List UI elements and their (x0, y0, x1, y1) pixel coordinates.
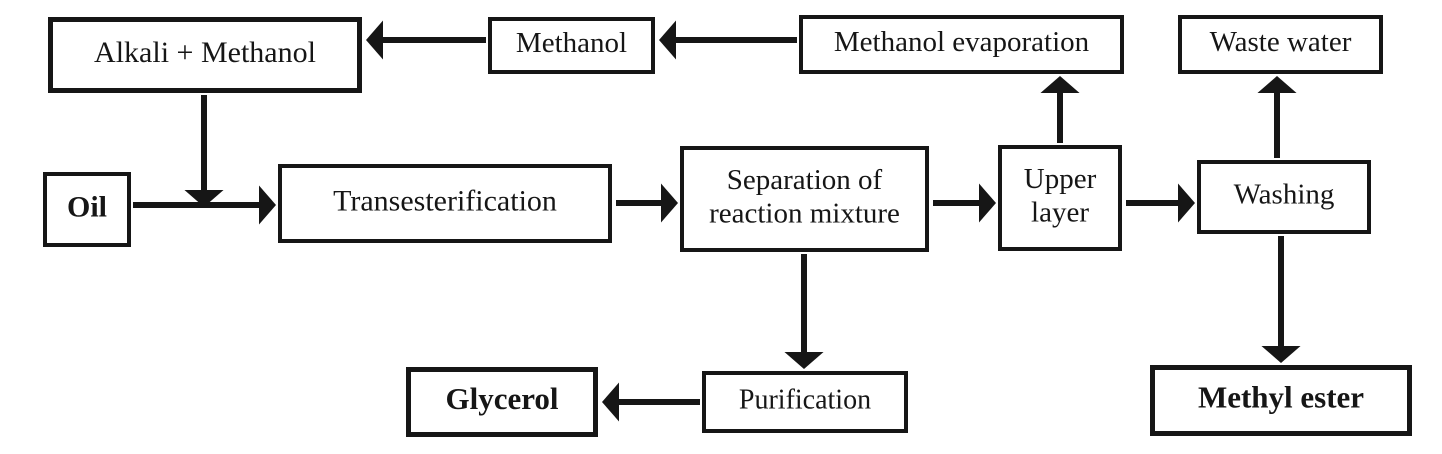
node-label-waste-water: Waste water (1210, 26, 1352, 58)
arrow-head-up (1257, 76, 1297, 93)
arrow-head-left (659, 20, 676, 60)
flow-node-methyl-ester[interactable]: Methyl ester (1150, 365, 1412, 436)
node-border (799, 15, 1124, 74)
flow-arrow-separation-to-upper-layer (933, 183, 996, 223)
flow-node-waste-water[interactable]: Waste water (1178, 15, 1383, 74)
node-border (702, 371, 908, 433)
flow-node-oil[interactable]: Oil (43, 172, 131, 247)
flow-node-glycerol[interactable]: Glycerol (406, 367, 598, 437)
node-label-methanol: Methanol (516, 27, 627, 59)
flow-arrow-upper-layer-to-evaporation (1040, 76, 1080, 143)
flow-arrow-washing-to-methyl-ester (1261, 236, 1301, 363)
flow-arrow-oil-to-transesterification (133, 185, 276, 225)
flow-node-methanol-evaporation[interactable]: Methanol evaporation (799, 15, 1124, 74)
node-label-upper-layer: layer (1031, 196, 1089, 228)
flow-arrow-purification-to-glycerol (602, 382, 700, 422)
node-label-separation-of-reaction-mixture: Separation of (727, 164, 883, 196)
flow-node-transesterification[interactable]: Transesterification (278, 164, 612, 243)
node-label-methyl-ester: Methyl ester (1198, 380, 1364, 415)
flow-arrow-alkali-to-transesterification (184, 95, 224, 207)
flow-arrow-washing-to-waste-water (1257, 76, 1297, 158)
node-label-transesterification: Transesterification (333, 184, 557, 217)
node-label-upper-layer: Upper (1024, 163, 1097, 195)
node-border (998, 145, 1122, 251)
arrow-head-left (602, 382, 619, 422)
flow-node-alkali-methanol[interactable]: Alkali + Methanol (48, 17, 362, 93)
arrow-head-down (784, 352, 824, 369)
flow-arrow-separation-to-purification (784, 254, 824, 369)
node-border (278, 164, 612, 243)
node-border (680, 146, 929, 252)
arrow-head-right (661, 183, 678, 223)
node-border (1197, 160, 1371, 234)
node-border (488, 17, 655, 74)
node-border (48, 17, 362, 93)
flow-node-purification[interactable]: Purification (702, 371, 908, 433)
node-label-alkali-methanol: Alkali + Methanol (94, 36, 316, 69)
flow-arrow-upper-layer-to-washing (1126, 183, 1195, 223)
node-border (406, 367, 598, 437)
node-label-purification: Purification (739, 384, 871, 415)
arrow-head-left (366, 20, 383, 60)
node-border (43, 172, 131, 247)
node-label-separation-of-reaction-mixture: reaction mixture (709, 197, 900, 229)
flow-node-washing[interactable]: Washing (1197, 160, 1371, 234)
node-border (1150, 365, 1412, 436)
arrow-head-up (1040, 76, 1080, 93)
arrow-head-down (184, 190, 224, 207)
node-label-washing: Washing (1234, 179, 1335, 211)
arrow-head-right (979, 183, 996, 223)
flow-arrow-methanol-to-alkali (366, 20, 486, 60)
arrow-head-right (259, 185, 276, 225)
flow-node-methanol[interactable]: Methanol (488, 17, 655, 74)
node-label-oil: Oil (67, 190, 107, 223)
arrow-head-right (1178, 183, 1195, 223)
node-border (1178, 15, 1383, 74)
edge-layer (133, 20, 1301, 422)
flow-arrow-evaporation-to-methanol (659, 20, 797, 60)
node-label-glycerol: Glycerol (445, 381, 558, 416)
node-label-methanol-evaporation: Methanol evaporation (834, 26, 1090, 58)
flow-arrow-transesterification-to-separation (616, 183, 678, 223)
node-layer: Alkali + Methanol Methanol Methanol evapor… (43, 15, 1412, 437)
arrow-head-down (1261, 346, 1301, 363)
